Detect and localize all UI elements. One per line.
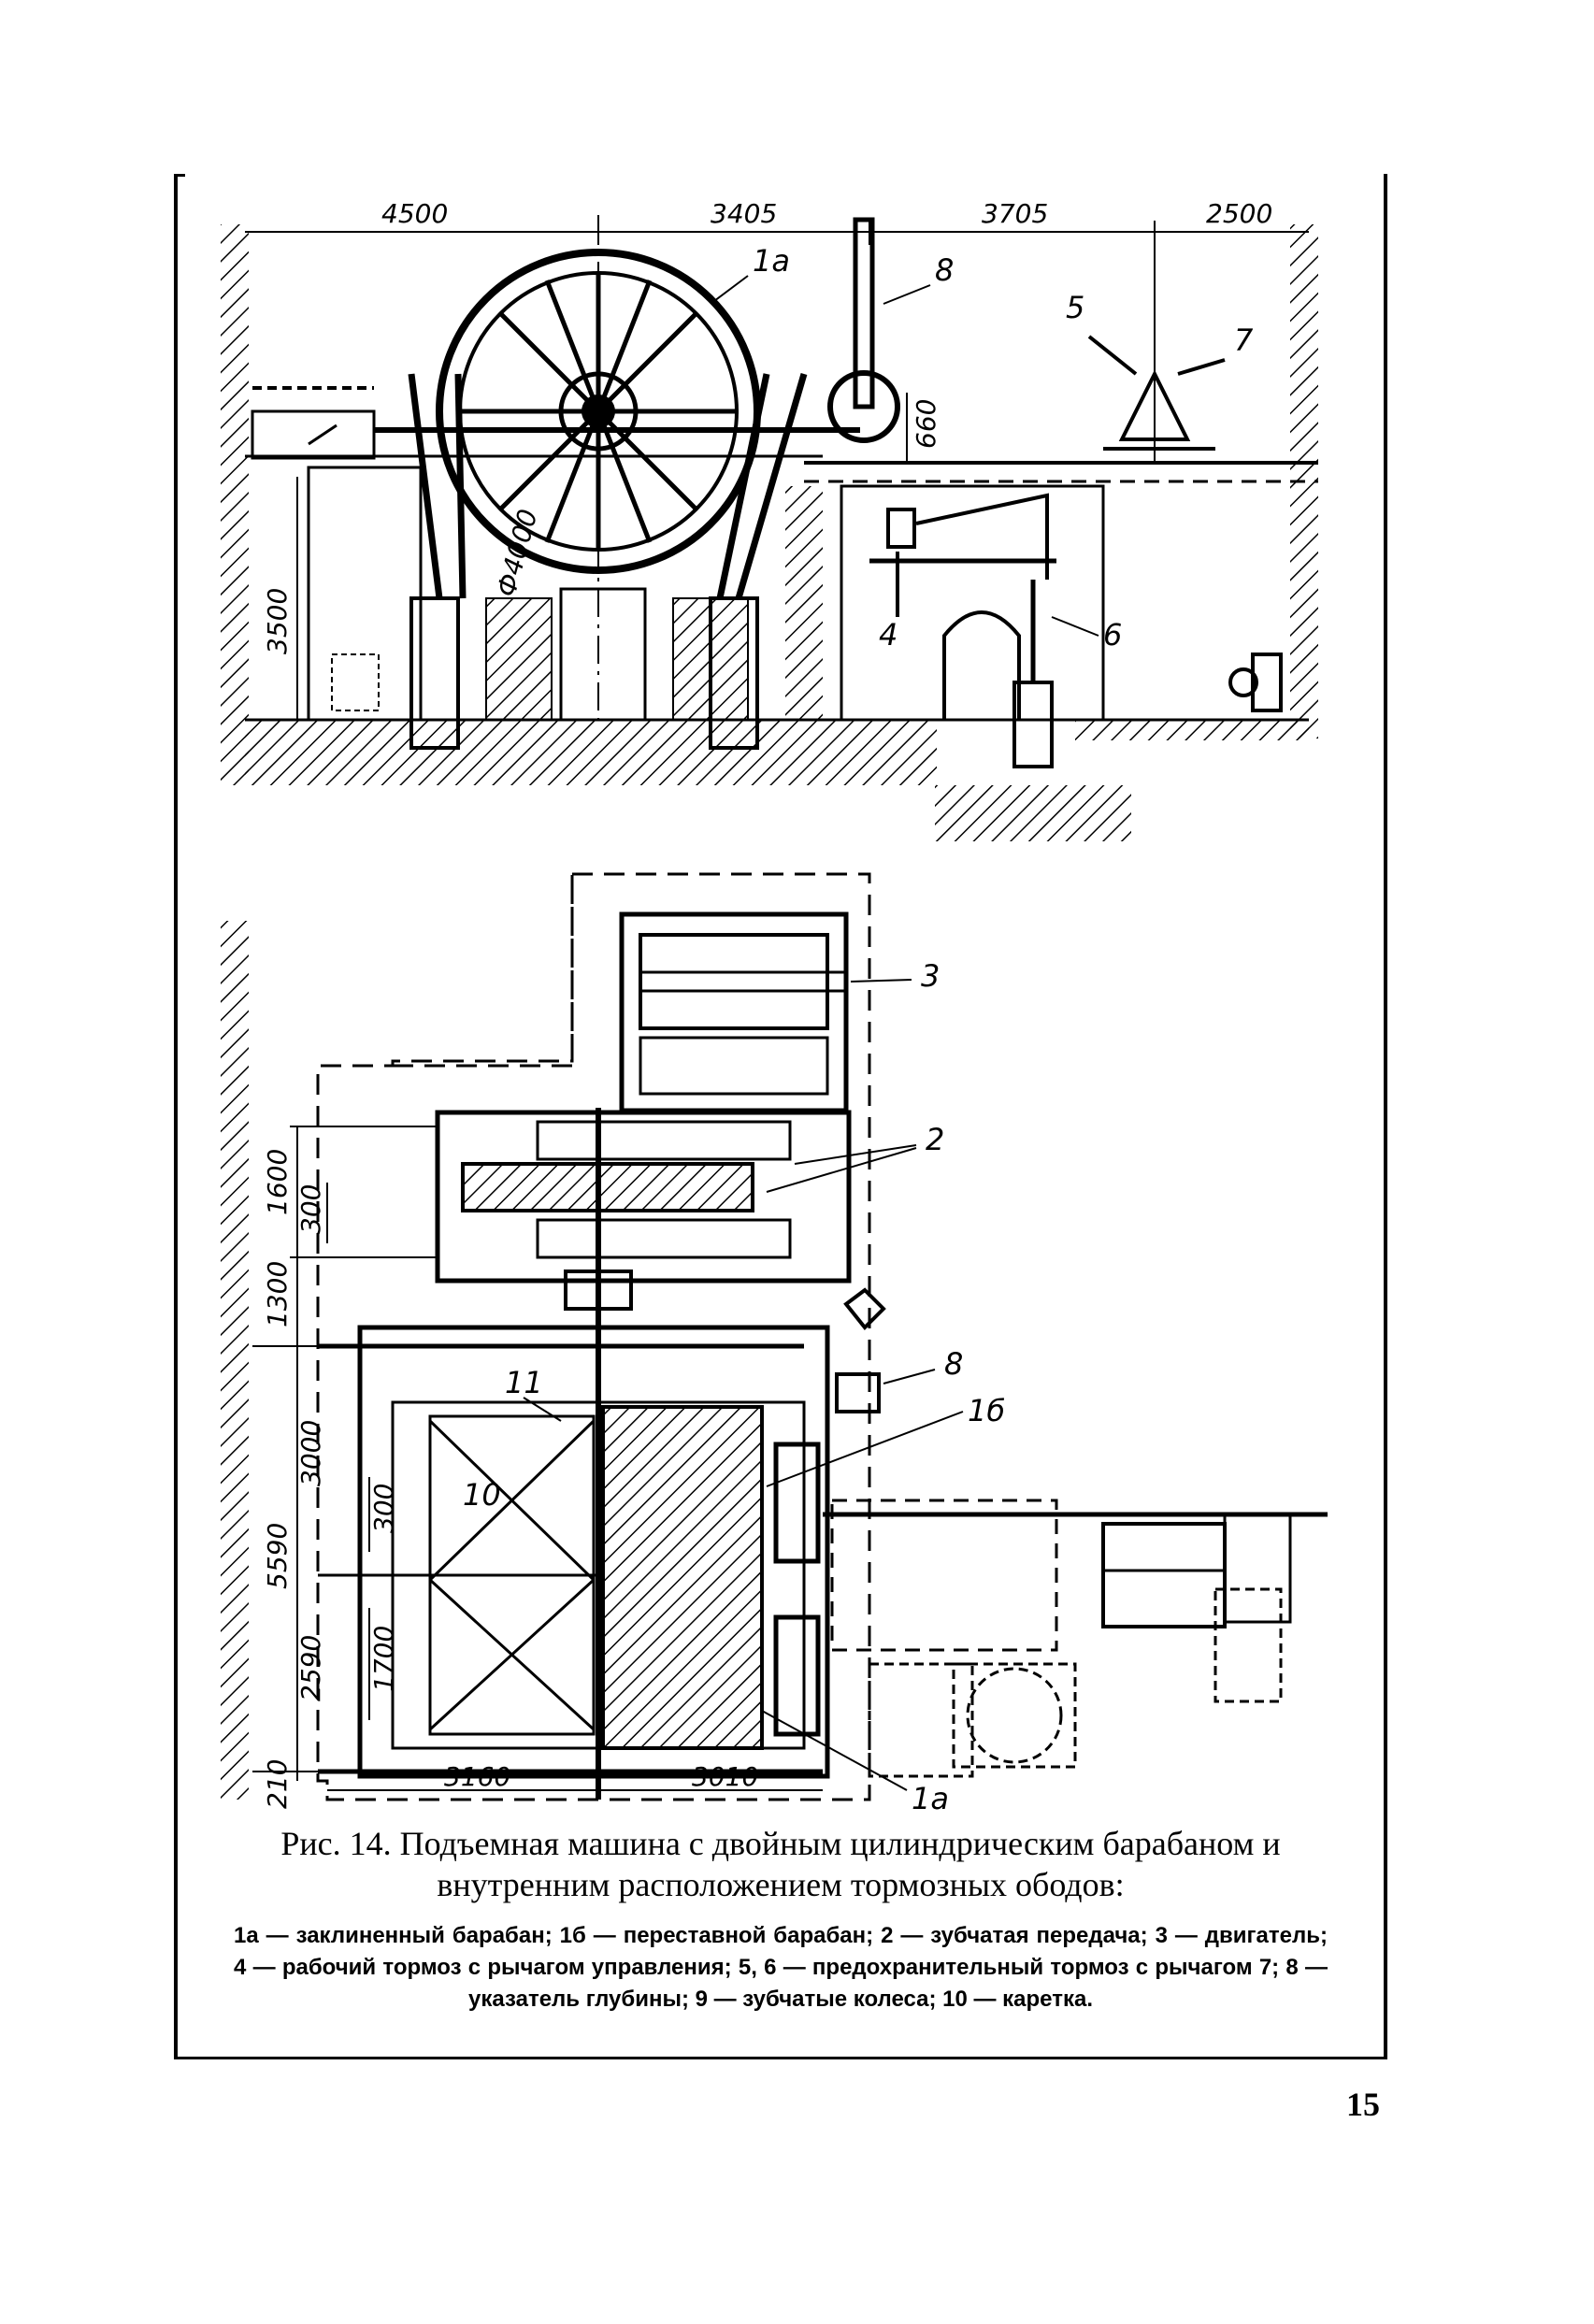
top-dim-1: 4500 xyxy=(381,198,448,229)
dim-3500: 3500 xyxy=(262,588,293,654)
label-1b: 1б xyxy=(968,1393,1005,1428)
floor-hatch xyxy=(245,720,937,785)
label-8-top: 8 xyxy=(935,252,954,288)
left-wall-hatch xyxy=(221,224,249,785)
figure-legend: 1а — заклиненный барабан; 1б — переставн… xyxy=(234,1923,1328,2012)
dim-210: 210 xyxy=(262,1759,293,1809)
pit-hatch xyxy=(935,785,1131,841)
dim-300-upper: 300 xyxy=(295,1184,326,1234)
top-dim-3: 3705 xyxy=(982,198,1048,229)
drum-1b xyxy=(601,1405,764,1750)
page-frame xyxy=(174,174,1387,2059)
motor xyxy=(619,911,849,1113)
frame-bottom-rule xyxy=(174,2057,1387,2059)
dim-660: 660 xyxy=(911,399,941,449)
section-view: 4500 3405 3705 2500 xyxy=(221,198,1318,841)
dim-3160: 3160 xyxy=(444,1761,510,1792)
label-4: 4 xyxy=(879,617,898,653)
frame-top-mark xyxy=(174,174,185,177)
dim-300-lower: 300 xyxy=(368,1484,399,1533)
label-5: 5 xyxy=(1066,290,1084,325)
plan-view: 3 2 8 1б 11 10 1a xyxy=(221,872,1328,1814)
top-dim-4: 2500 xyxy=(1206,198,1272,229)
label-6: 6 xyxy=(1103,617,1122,653)
label-1a-plan: 1a xyxy=(912,1781,949,1814)
dim-1600: 1600 xyxy=(262,1149,293,1215)
drum-diameter: Ф4000 xyxy=(491,506,544,600)
technical-drawing: 4500 3405 3705 2500 xyxy=(221,198,1328,1814)
label-11: 11 xyxy=(505,1365,543,1400)
label-8-plan: 8 xyxy=(944,1346,963,1382)
dim-3010: 3010 xyxy=(692,1761,758,1792)
gear-housing xyxy=(435,1110,852,1284)
gear-wheel xyxy=(461,1162,754,1212)
top-dim-2: 3405 xyxy=(711,198,777,229)
page-number: 15 xyxy=(1346,2086,1380,2123)
label-7: 7 xyxy=(1234,323,1254,358)
label-10: 10 xyxy=(463,1477,501,1513)
dim-3000: 3000 xyxy=(295,1420,326,1486)
dim-1300: 1300 xyxy=(262,1261,293,1327)
floor-hatch-right xyxy=(1075,720,1309,740)
dim-1700: 1700 xyxy=(368,1626,399,1692)
dim-5590: 5590 xyxy=(262,1523,293,1589)
label-1a-top: 1a xyxy=(753,243,790,279)
drum-frame xyxy=(357,1325,830,1779)
dim-2590: 2590 xyxy=(295,1635,326,1701)
label-2: 2 xyxy=(926,1122,944,1157)
label-3: 3 xyxy=(921,958,940,994)
figure-caption-title: Рис. 14. Подъемная машина с двойным цили… xyxy=(280,1825,1281,1903)
plan-left-wall-hatch xyxy=(221,921,249,1800)
